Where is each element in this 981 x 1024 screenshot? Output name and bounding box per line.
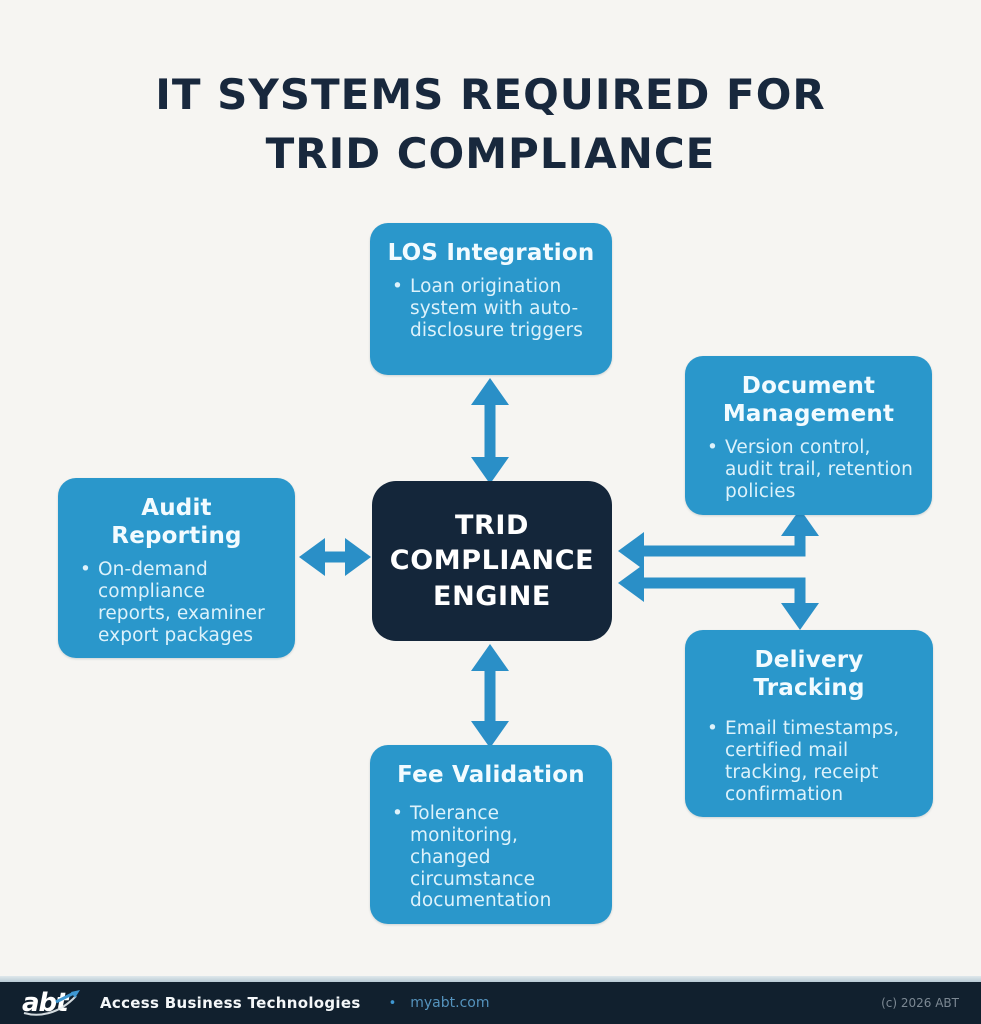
footer-site-link[interactable]: myabt.com [410, 995, 490, 1011]
node-los-bullet-text: Loan origination system with auto-disclo… [410, 276, 584, 341]
bullet-glyph: • [80, 559, 92, 581]
page-title-line2: TRID COMPLIANCE [265, 128, 716, 178]
page-title-line1: IT SYSTEMS REQUIRED FOR [155, 70, 826, 119]
arrow-center-audit [299, 538, 371, 576]
arrow-center-fee [471, 644, 509, 748]
bullet-glyph: • [392, 803, 404, 825]
node-document-management: Document Management • Version control, a… [685, 356, 932, 515]
node-trid-compliance-engine: TRID COMPLIANCE ENGINE [372, 481, 612, 641]
footer-separator-dot: • [388, 995, 397, 1011]
arrow-center-delivery [618, 564, 819, 630]
footer-bar: abt Access Business Technologies • myabt… [0, 982, 981, 1024]
node-delivery-tracking: Delivery Tracking • Email timestamps, ce… [685, 630, 933, 818]
footer-company-name: Access Business Technologies [100, 994, 361, 1012]
bullet-glyph: • [707, 437, 719, 459]
node-los-integration: LOS Integration • Loan origination syste… [370, 223, 612, 375]
page-title: IT SYSTEMS REQUIRED FOR TRID COMPLIANCE [0, 66, 981, 184]
node-delivery-bullet: • Email timestamps, certified mail track… [701, 718, 917, 805]
arrow-center-docmgmt [618, 509, 819, 570]
arrow-center-los [471, 378, 509, 484]
node-docmgmt-title: Document Management [722, 373, 895, 428]
footer-copyright: (c) 2026 ABT [881, 996, 959, 1010]
abt-logo-text: abt [22, 988, 69, 1018]
node-audit-reporting: Audit Reporting • On-demand compliance r… [58, 478, 295, 659]
center-line1: TRID [454, 510, 530, 542]
node-docmgmt-bullet-text: Version control, audit trail, retention … [725, 437, 913, 502]
node-fee-bullet-text: Tolerance monitoring, changed circumstan… [410, 803, 552, 912]
node-delivery-bullet-text: Email timestamps, certified mail trackin… [725, 718, 900, 805]
node-los-title: LOS Integration [387, 240, 595, 266]
node-audit-title: Audit Reporting [111, 495, 242, 550]
footer-divider [0, 976, 981, 982]
center-line2: COMPLIANCE [389, 545, 595, 577]
node-fee-validation: Fee Validation • Tolerance monitoring, c… [370, 745, 612, 925]
node-docmgmt-bullet: • Version control, audit trail, retentio… [701, 437, 916, 502]
center-label: TRID COMPLIANCE ENGINE [390, 508, 594, 613]
node-audit-bullet-text: On-demand compliance reports, examiner e… [98, 559, 265, 646]
abt-logo: abt [22, 986, 86, 1020]
node-fee-title: Fee Validation [397, 762, 585, 788]
node-fee-bullet: • Tolerance monitoring, changed circumst… [386, 803, 596, 912]
abt-logo-swoosh-icon [23, 990, 80, 1016]
node-delivery-title: Delivery Tracking [753, 647, 865, 702]
node-audit-bullet: • On-demand compliance reports, examiner… [74, 559, 279, 646]
center-line3: ENGINE [433, 580, 551, 612]
bullet-glyph: • [392, 276, 404, 298]
bullet-glyph: • [707, 718, 719, 740]
node-los-bullet: • Loan origination system with auto-disc… [386, 276, 596, 341]
